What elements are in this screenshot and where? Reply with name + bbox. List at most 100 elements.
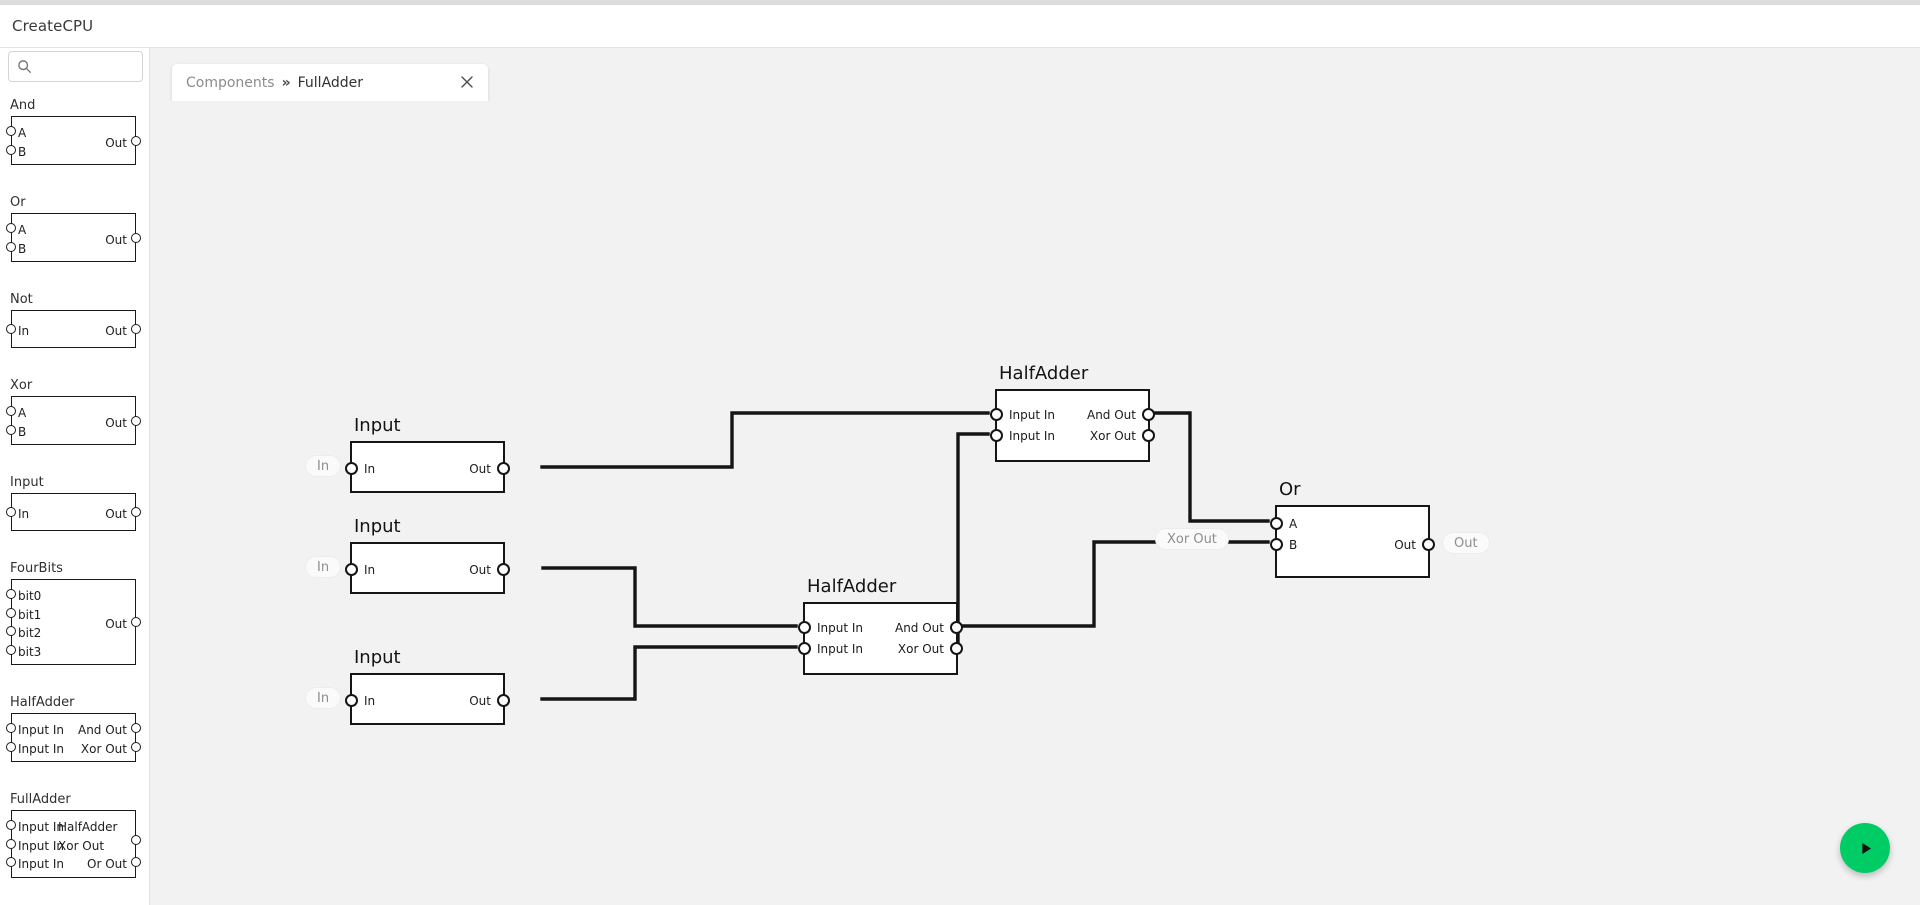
palette-item-box[interactable] — [11, 579, 136, 665]
node-input-2[interactable]: Input In Out — [345, 516, 510, 594]
wire-input2-to-halfadder-bottom-in1 — [541, 566, 798, 628]
palette-port-in[interactable] — [6, 589, 16, 600]
palette-port-out[interactable] — [131, 507, 141, 517]
node-input-1[interactable]: Input In Out — [345, 415, 510, 493]
node-halfadder-top[interactable]: HalfAdder Input In Input In And Out Xor … — [990, 363, 1155, 462]
palette-port-label-in: A — [18, 406, 27, 421]
palette-item-box[interactable] — [11, 396, 136, 445]
port-in-b[interactable] — [1270, 538, 1283, 551]
palette-item-box[interactable] — [11, 213, 136, 262]
palette-port-out[interactable] — [131, 834, 141, 845]
wire-hab-and-to-or-b — [918, 540, 1270, 628]
port-in-1[interactable] — [990, 408, 1003, 421]
palette-port-out[interactable] — [131, 135, 141, 146]
external-pin-pill-input-1[interactable]: In — [305, 455, 342, 477]
external-pin-pill-input-2[interactable]: In — [305, 556, 342, 578]
external-pin-pill-or-out[interactable]: Out — [1442, 532, 1490, 554]
palette-port-in[interactable] — [6, 644, 16, 655]
palette-port-label-in: B — [18, 424, 27, 439]
breadcrumb-root[interactable]: Components — [186, 74, 275, 91]
palette-port-in[interactable] — [6, 223, 16, 234]
search-box[interactable] — [8, 51, 143, 82]
port-in-1[interactable] — [798, 621, 811, 634]
run-button[interactable] — [1840, 823, 1890, 873]
palette-port-out[interactable] — [131, 324, 141, 334]
palette-port-label-in: bit1 — [18, 607, 42, 622]
port-in-a[interactable] — [1270, 517, 1283, 530]
close-icon[interactable] — [459, 74, 475, 90]
tab-fulladder[interactable]: Components » FullAdder — [172, 64, 488, 101]
title-bar: CreateCPU — [0, 5, 1920, 48]
palette-item-box[interactable] — [11, 713, 136, 762]
port-label-out-and: And Out — [1086, 408, 1136, 422]
palette-port-in[interactable] — [6, 406, 16, 417]
port-in-2[interactable] — [798, 642, 811, 655]
palette-item-box[interactable] — [11, 116, 136, 165]
port-in[interactable] — [345, 694, 358, 707]
circuit-canvas[interactable]: Input In Out In Input In Out In Input In… — [150, 101, 1920, 905]
palette-port-in[interactable] — [6, 126, 16, 137]
palette-port-out[interactable] — [131, 415, 141, 426]
external-pin-pill-halfadder-top-xor[interactable]: Xor Out — [1155, 528, 1229, 550]
node-input-3[interactable]: Input In Out — [345, 647, 510, 725]
port-label-out: Out — [469, 563, 491, 577]
palette-item-label: Not — [10, 292, 33, 307]
port-out[interactable] — [1422, 538, 1435, 551]
port-label-out: Out — [1394, 538, 1416, 552]
palette-port-in[interactable] — [6, 241, 16, 252]
node-or-gate[interactable]: Or A B Out — [1270, 479, 1435, 578]
palette-port-in[interactable] — [6, 626, 16, 637]
external-pin-pill-input-3[interactable]: In — [305, 687, 342, 709]
port-label-in: In — [364, 462, 376, 476]
port-in[interactable] — [345, 563, 358, 576]
node-title: Input — [354, 647, 401, 668]
palette-port-label-in: Input In — [18, 857, 65, 872]
port-out[interactable] — [497, 563, 510, 576]
port-label-in: In — [364, 563, 376, 577]
port-in-2[interactable] — [990, 429, 1003, 442]
palette-port-out[interactable] — [131, 617, 141, 627]
palette-port-in[interactable] — [6, 723, 16, 734]
port-out-xor[interactable] — [1142, 429, 1155, 442]
palette-port-in[interactable] — [6, 507, 16, 517]
port-out-and[interactable] — [950, 621, 963, 634]
palette-port-in[interactable] — [6, 607, 16, 618]
palette-port-out[interactable] — [131, 857, 141, 868]
palette-port-in[interactable] — [6, 820, 16, 831]
palette-item-box[interactable] — [11, 810, 136, 878]
palette-port-label-in: B — [18, 144, 27, 159]
palette-port-label-out: Out — [105, 232, 127, 247]
window-top-strip — [0, 0, 1920, 5]
palette-port-in[interactable] — [6, 857, 16, 868]
port-label-out-xor: Xor Out — [1089, 429, 1136, 443]
palette-port-label-in: bit3 — [18, 644, 42, 659]
node-halfadder-bottom[interactable]: HalfAdder Input In Input In And Out Xor … — [798, 576, 963, 675]
palette-port-out[interactable] — [131, 741, 141, 752]
port-label-out: Out — [469, 462, 491, 476]
palette-item-box[interactable] — [11, 493, 136, 531]
search-input[interactable] — [8, 51, 143, 82]
port-out-and[interactable] — [1142, 408, 1155, 421]
palette-port-in[interactable] — [6, 144, 16, 155]
palette-port-out[interactable] — [131, 723, 141, 734]
port-out-xor[interactable] — [950, 642, 963, 655]
palette-port-label-in: In — [18, 324, 30, 338]
port-out[interactable] — [497, 694, 510, 707]
palette-port-in[interactable] — [6, 424, 16, 435]
palette-center-label: Xor Out — [58, 838, 105, 853]
palette-port-in[interactable] — [6, 741, 16, 752]
port-in[interactable] — [345, 462, 358, 475]
palette-port-in[interactable] — [6, 838, 16, 849]
port-out[interactable] — [497, 462, 510, 475]
palette-port-out[interactable] — [131, 232, 141, 243]
palette-port-in[interactable] — [6, 324, 16, 334]
